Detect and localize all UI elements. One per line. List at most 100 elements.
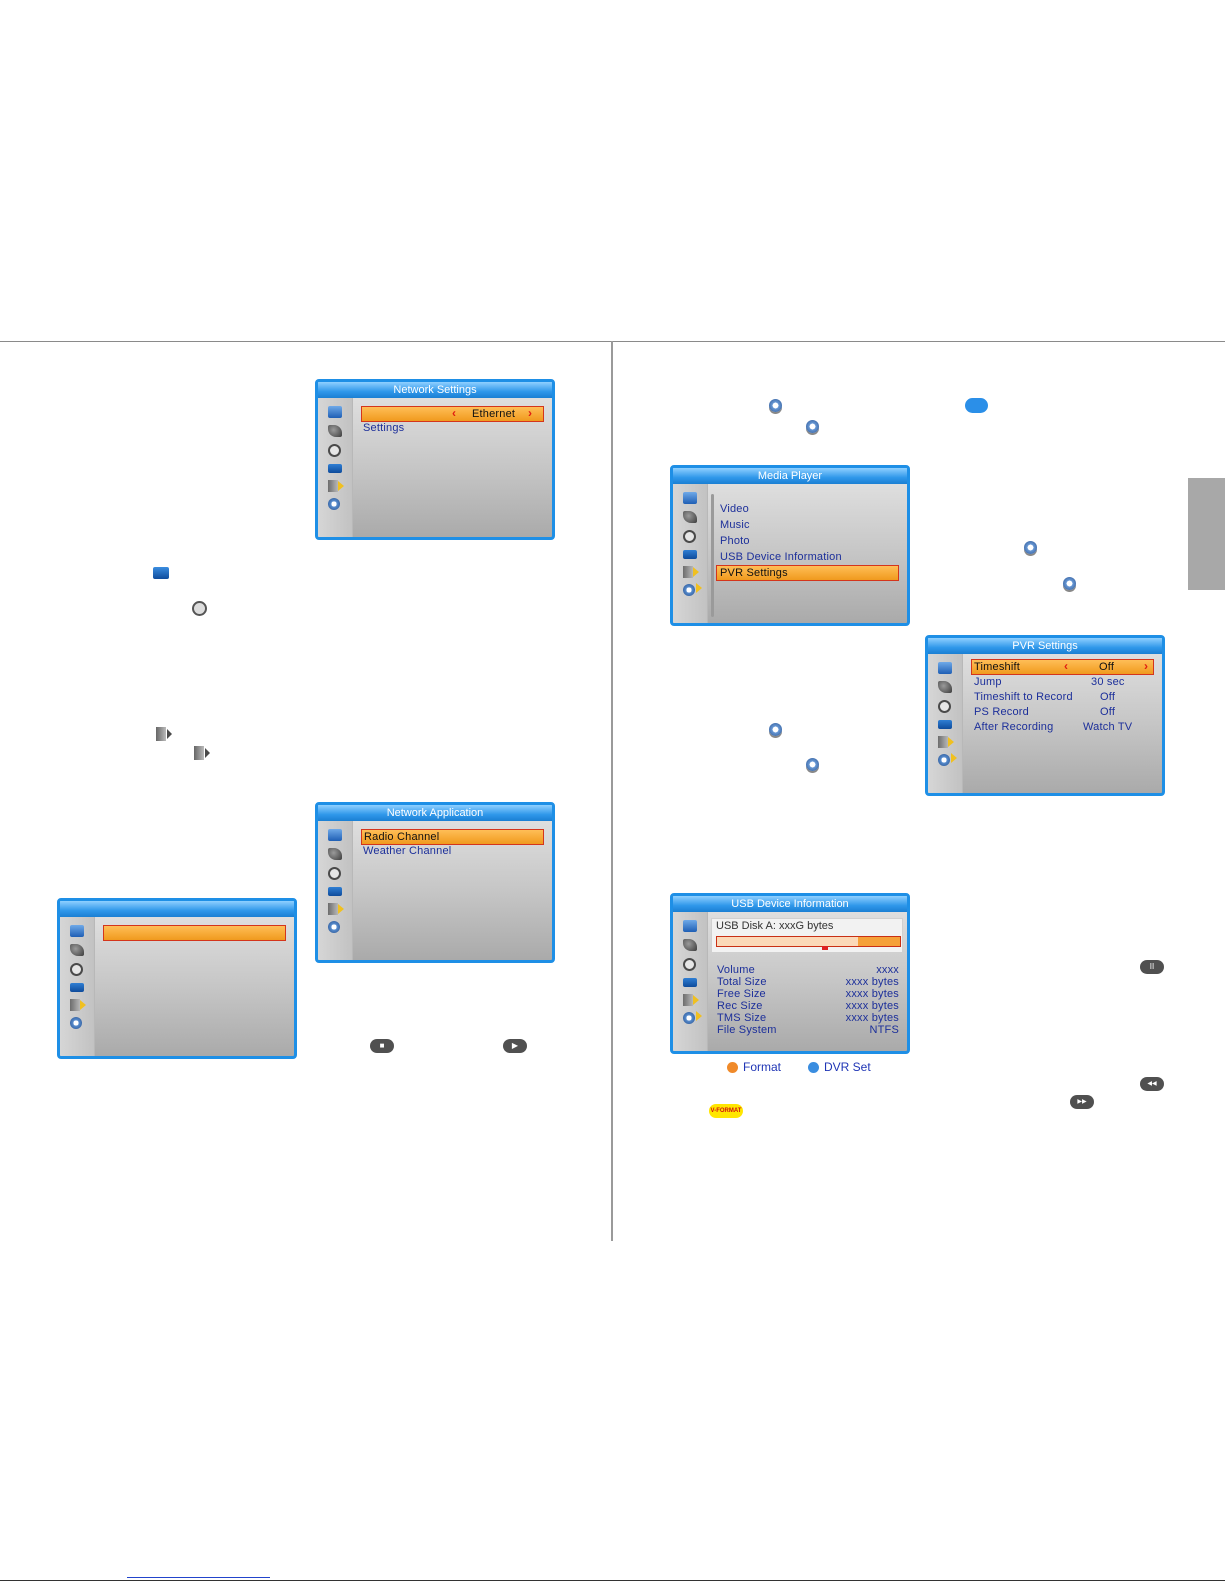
satellite-icon[interactable] — [328, 425, 342, 437]
arrow-right-icon[interactable]: › — [1144, 659, 1149, 673]
free-size-value: xxxx bytes — [845, 988, 899, 1000]
setup-icon[interactable] — [70, 963, 83, 976]
tv-icon[interactable] — [938, 662, 952, 674]
network-icon — [194, 746, 210, 760]
network-icon[interactable] — [328, 480, 344, 492]
weather-channel-row[interactable]: Weather Channel — [363, 845, 452, 857]
network-settings-menu: Network Settings ‹ Ethernet › Settings — [315, 379, 555, 540]
system-icon[interactable] — [328, 887, 342, 896]
setup-icon[interactable] — [683, 958, 696, 971]
network-icon[interactable] — [70, 999, 86, 1011]
arrow-left-icon[interactable]: ‹ — [452, 406, 457, 420]
settings-row[interactable]: Settings — [363, 422, 405, 434]
media-icon[interactable] — [683, 583, 702, 596]
setup-icon[interactable] — [683, 530, 696, 543]
timeshift-to-record-row[interactable]: Timeshift to Record Off — [974, 690, 1154, 704]
system-icon[interactable] — [328, 464, 342, 473]
connection-type-row[interactable]: ‹ Ethernet › — [361, 406, 544, 422]
media-item-pvr-settings[interactable]: PVR Settings — [716, 565, 899, 581]
menu-icon-column — [318, 821, 353, 960]
system-icon[interactable] — [938, 720, 952, 729]
rec-size-row: Rec Size xxxx bytes — [717, 1000, 899, 1012]
media-icon[interactable] — [328, 498, 340, 510]
next-button: ▶▶ — [1070, 1095, 1094, 1109]
total-size-value: xxxx bytes — [845, 976, 899, 988]
format-color-key — [727, 1062, 738, 1073]
previous-button: ◀◀ — [1140, 1077, 1164, 1091]
stop-button: ■ — [370, 1039, 394, 1053]
network-icon[interactable] — [683, 566, 699, 578]
menu-icon-column — [673, 484, 708, 623]
system-icon — [153, 567, 169, 579]
media-icon — [806, 758, 819, 771]
file-system-row: File System NTFS — [717, 1024, 899, 1036]
scrollbar[interactable] — [711, 494, 714, 617]
setup-icon[interactable] — [938, 700, 951, 713]
timeshift-to-record-value: Off — [1100, 691, 1116, 703]
menu-title: USB Device Information — [673, 896, 907, 912]
satellite-icon[interactable] — [938, 681, 952, 693]
menu-title: Network Settings — [318, 382, 552, 398]
media-icon — [1063, 577, 1076, 590]
selected-row[interactable] — [103, 925, 286, 941]
network-icon[interactable] — [683, 994, 699, 1006]
media-icon[interactable] — [938, 753, 957, 766]
arrow-left-icon[interactable]: ‹ — [1064, 659, 1069, 673]
connection-type-value: Ethernet — [472, 408, 516, 420]
tv-icon[interactable] — [328, 406, 342, 418]
tv-icon[interactable] — [328, 829, 342, 841]
ps-record-row[interactable]: PS Record Off — [974, 705, 1154, 719]
media-icon[interactable] — [683, 1011, 702, 1024]
setup-icon[interactable] — [328, 444, 341, 457]
menu-title-bar — [60, 901, 294, 917]
volume-value: xxxx — [876, 964, 899, 976]
tv-icon[interactable] — [683, 920, 697, 932]
tv-icon[interactable] — [683, 492, 697, 504]
after-recording-row[interactable]: After Recording Watch TV — [974, 720, 1154, 734]
satellite-icon[interactable] — [683, 939, 697, 951]
setup-icon[interactable] — [328, 867, 341, 880]
menu-title: Network Application — [318, 805, 552, 821]
satellite-icon[interactable] — [70, 944, 84, 956]
menu-icon-column — [60, 917, 95, 1056]
menu-icon-column — [318, 398, 353, 537]
media-icon — [806, 420, 819, 433]
media-item-photo[interactable]: Photo — [720, 535, 750, 547]
media-item-music[interactable]: Music — [720, 519, 750, 531]
usb-usage-bar — [716, 936, 901, 947]
network-icon[interactable] — [938, 736, 954, 748]
menu-icon-column — [673, 912, 708, 1051]
system-icon[interactable] — [70, 983, 84, 992]
jump-label: Jump — [974, 676, 1002, 688]
media-item-usb-info[interactable]: USB Device Information — [720, 551, 842, 563]
dvr-set-color-key — [808, 1062, 819, 1073]
network-application-menu: Network Application Radio Channel Weathe… — [315, 802, 555, 963]
jump-value: 30 sec — [1091, 676, 1125, 688]
volume-row: Volume xxxx — [717, 964, 899, 976]
usb-usage-marker — [822, 946, 828, 950]
v-format-button: V-FORMAT — [709, 1104, 743, 1118]
tms-size-value: xxxx bytes — [845, 1012, 899, 1024]
format-label: Format — [743, 1060, 782, 1074]
timeshift-row[interactable]: Timeshift ‹ Off › — [971, 659, 1154, 675]
media-icon — [1024, 541, 1037, 554]
jump-row[interactable]: Jump 30 sec — [974, 675, 1154, 689]
tv-icon[interactable] — [70, 925, 84, 937]
media-icon[interactable] — [70, 1017, 82, 1029]
arrow-right-icon[interactable]: › — [528, 406, 533, 420]
system-icon[interactable] — [683, 978, 697, 987]
radio-channel-row[interactable]: Radio Channel — [361, 829, 544, 845]
network-icon[interactable] — [328, 903, 344, 915]
media-item-video[interactable]: Video — [720, 503, 749, 515]
media-icon[interactable] — [328, 921, 340, 933]
system-icon[interactable] — [683, 550, 697, 559]
timeshift-value: Off — [1099, 661, 1115, 673]
center-divider — [611, 341, 613, 1241]
pause-button: II — [1140, 960, 1164, 974]
network-icon — [156, 727, 172, 741]
blue-key-button — [965, 398, 988, 413]
pvr-settings-menu: PVR Settings Timeshift ‹ Off › Jump 30 s… — [925, 635, 1165, 796]
satellite-icon[interactable] — [328, 848, 342, 860]
usb-device-info-menu: USB Device Information USB Disk A: xxxG … — [670, 893, 910, 1054]
satellite-icon[interactable] — [683, 511, 697, 523]
